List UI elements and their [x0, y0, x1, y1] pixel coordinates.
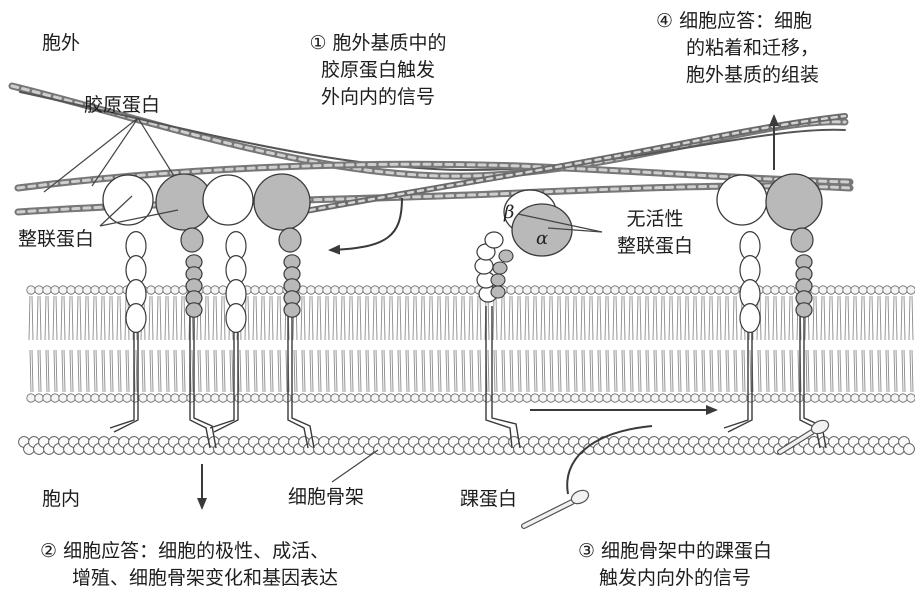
intracellular-label: 胞内 — [42, 486, 80, 513]
active-integrin — [203, 174, 314, 448]
step-2-text: ② 细胞应答：细胞的极性、成活、 增殖、细胞骨架变化和基因表达 — [40, 538, 338, 592]
lipid-bilayer — [27, 286, 915, 402]
beta-label: β — [503, 202, 514, 223]
integrin-label: 整联蛋白 — [18, 226, 94, 253]
collagen-label: 胶原蛋白 — [84, 92, 160, 119]
step-3-text: ③ 细胞骨架中的踝蛋白 触发内向外的信号 — [550, 538, 800, 592]
step-4-text: ④ 细胞应答：细胞 的粘着和迁移， 胞外基质的组装 — [656, 8, 819, 89]
step-1-text: ① 胞外基质中的 胶原蛋白触发 外向内的信号 — [268, 30, 488, 111]
alpha-label: α — [536, 228, 548, 249]
cytoskeleton-label: 细胞骨架 — [288, 484, 364, 511]
talin-curve-arrow — [567, 426, 652, 494]
inactive-integrin-label: 无活性 整联蛋白 — [600, 206, 710, 260]
extracellular-label: 胞外 — [42, 30, 80, 57]
talin-label: 踝蛋白 — [460, 486, 517, 513]
